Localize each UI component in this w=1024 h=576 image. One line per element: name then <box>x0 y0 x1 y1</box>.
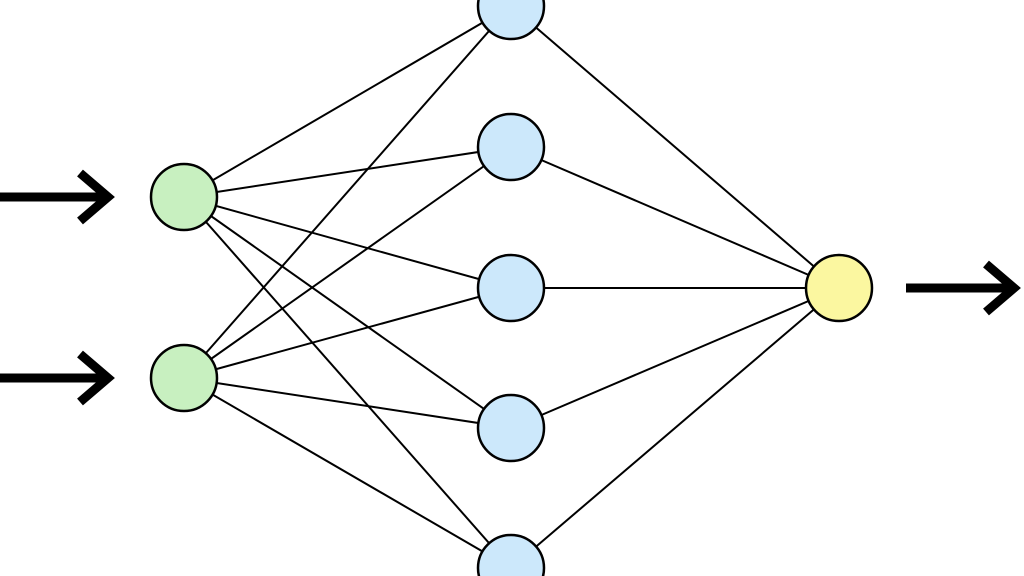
connection-edge <box>183 196 512 429</box>
connection-edge <box>183 287 512 379</box>
connection-edge <box>183 5 512 198</box>
connection-edge <box>510 287 840 429</box>
connection-edge <box>183 377 512 569</box>
connection-edge <box>510 146 840 289</box>
connection-edge <box>183 196 512 569</box>
arrow-head <box>983 260 1021 316</box>
connections-group <box>183 5 840 569</box>
input-arrow-right-icon-1 <box>0 169 115 225</box>
arrow-head <box>77 169 115 225</box>
output-node-1 <box>804 253 874 323</box>
hidden-node-3 <box>476 253 546 323</box>
input-arrow-right-icon-2 <box>0 350 115 406</box>
connection-edge <box>183 146 512 198</box>
connection-edge <box>183 196 512 289</box>
output-arrow-right-icon-1 <box>906 260 1021 316</box>
hidden-node-5 <box>476 533 546 576</box>
connection-edge <box>510 5 840 289</box>
connection-edge <box>183 146 512 379</box>
arrow-head <box>77 350 115 406</box>
hidden-node-4 <box>476 393 546 463</box>
input-node-1 <box>149 162 219 232</box>
hidden-node-2 <box>476 112 546 182</box>
connection-edge <box>183 5 512 379</box>
connection-edge <box>183 377 512 429</box>
input-node-2 <box>149 343 219 413</box>
connection-edge <box>510 287 840 569</box>
hidden-node-1 <box>476 0 546 41</box>
nodes-group <box>149 0 874 576</box>
arrows-group <box>0 169 1021 406</box>
